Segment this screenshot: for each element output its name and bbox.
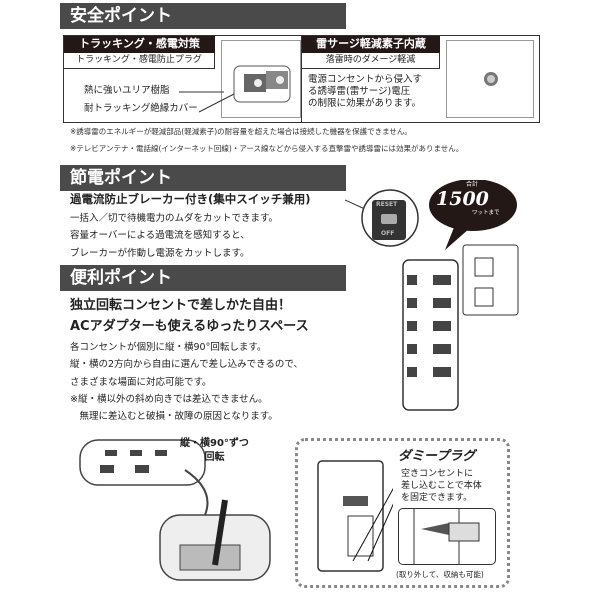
rotate-label: 縦・横90°ずつ bbox=[180, 438, 249, 449]
plug-image bbox=[221, 40, 301, 118]
tracking-title: トラッキング・感電対策 bbox=[64, 36, 215, 53]
bubble-total: 合計 bbox=[466, 181, 479, 188]
convenience-line: 各コンセントが個別に縦・横90°回転します。 bbox=[70, 342, 267, 353]
bubble-unit: ワットまで bbox=[472, 210, 500, 216]
section-header-power: 節電ポイント bbox=[60, 165, 346, 191]
tracking-subtitle: トラッキング・感電防止プラグ bbox=[64, 53, 215, 69]
convenience-heading-1: 独立回転コンセントで差しかた自由！ bbox=[70, 298, 292, 313]
power-strip-illustration bbox=[345, 180, 519, 411]
note: ※テレビアンテナ・電話線(インターネット回線)・アース線などから侵入する直撃雷や… bbox=[70, 144, 464, 153]
convenience-line: 縦・横の2方向から自由に選んで差し込みできるので、 bbox=[70, 359, 303, 371]
dummy-plug-box: ダミープラグ 空きコンセントに 差し込むことで本体 を固定できます。 (取り外し… bbox=[295, 438, 510, 588]
convenience-line: ※縦・横以外の斜め向きでは差込できません。 bbox=[70, 393, 268, 405]
power-line: ブレーカーが作動し電源をカットします。 bbox=[70, 247, 250, 259]
bubble-watts: 1500 bbox=[436, 188, 489, 210]
dummy-text-line: 空きコンセントに bbox=[401, 469, 474, 479]
section-header-convenience: 便利ポイント bbox=[60, 265, 346, 291]
power-heading: 過電流防止ブレーカー付き(集中スイッチ兼用) bbox=[70, 192, 311, 206]
note: ※誘導雷のエネルギーが軽減部品(軽減素子)の耐容量を超えた場合は接続した機器を保… bbox=[70, 127, 412, 136]
surge-text-line: 電源コンセントから侵入す bbox=[308, 74, 423, 85]
convenience-heading-2: ACアダプターも使えるゆったりスペース bbox=[70, 319, 309, 334]
dummy-title: ダミープラグ bbox=[398, 449, 476, 464]
reset-label: RESET bbox=[376, 201, 398, 208]
surge-text-line: の制限に効果があります。 bbox=[308, 98, 422, 109]
dummy-text-line: を固定できます。 bbox=[401, 493, 473, 503]
dummy-text-line: 差し込むことで本体 bbox=[401, 481, 482, 491]
surge-subtitle: 落雷時のダメージ軽減 bbox=[302, 53, 440, 69]
convenience-line: さまざまな場面に対応可能です。 bbox=[70, 376, 212, 388]
safety-box: トラッキング・感電対策 トラッキング・感電防止プラグ 熱に強いユリア樹脂 耐トラ… bbox=[63, 35, 540, 123]
power-line: 一括入／切で待機電力のムダをカットできます。 bbox=[70, 213, 279, 224]
label-urea: 熱に強いユリア樹脂 bbox=[84, 85, 170, 96]
section-header-safety: 安全ポイント bbox=[60, 3, 346, 29]
surge-text-line: る誘導雷(雷サージ)電圧 bbox=[308, 86, 411, 97]
surge-title: 雷サージ軽減素子内蔵 bbox=[302, 36, 440, 53]
surge-element-image bbox=[446, 40, 534, 118]
dummy-caption: (取り外して、収納も可能) bbox=[396, 570, 484, 579]
rotation-illustration bbox=[79, 439, 271, 581]
dummy-detail-image bbox=[398, 508, 496, 565]
off-label: OFF bbox=[381, 230, 395, 237]
convenience-line: 無理に差込むと破損・故障の原因となります。 bbox=[70, 411, 278, 423]
rotate-label: 回転 bbox=[204, 452, 225, 463]
power-line: 容量オーバーによる過電流を感知すると、 bbox=[70, 230, 250, 242]
label-insulation: 耐トラッキング絶縁カバー bbox=[84, 103, 198, 114]
